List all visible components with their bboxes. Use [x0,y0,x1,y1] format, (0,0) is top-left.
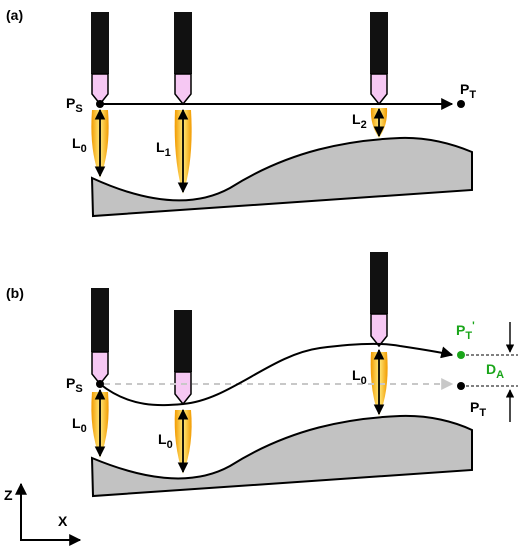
panel-a: (a) PS PT L0 L1 [6,7,476,218]
z-axis-label: Z [4,487,13,503]
axis-indicator: Z X [4,482,82,546]
workpiece-surface-b [90,414,473,498]
new-target-point-b [457,351,465,359]
x-axis-label: X [58,513,68,529]
length-label-b1: L0 [158,431,173,451]
new-target-label-b: PT' [456,320,475,342]
start-point-a [96,100,104,108]
torch-body-b1 [91,288,109,352]
workpiece-surface-a [90,136,473,218]
target-point-a [457,100,465,108]
length-label-a1: L1 [156,139,171,159]
target-label-b: PT [470,399,486,419]
length-label-b0: L0 [72,415,87,435]
nozzle-a3 [370,73,388,106]
nozzle-b3 [370,313,388,348]
start-point-b [96,380,104,388]
panel-b: (b) [6,252,518,498]
target-point-b [457,382,465,390]
nozzle-a1 [91,73,109,106]
start-label-a: PS [66,95,83,115]
torch-body-b2 [174,310,192,372]
length-label-a0: L0 [72,135,87,155]
nozzle-b1 [91,351,109,386]
length-label-a2: L2 [352,111,367,131]
torch-body-a3 [370,12,388,74]
adjusted-path-b [99,342,454,407]
torch-body-a2 [174,12,192,74]
deviation-label: DA [486,361,504,381]
nozzle-a2 [174,73,192,106]
panel-b-tag: (b) [6,285,24,301]
torch-body-b3 [370,252,388,314]
torch-body-a1 [91,12,109,74]
nozzle-b2 [174,371,192,406]
panel-a-tag: (a) [6,7,23,23]
length-label-b2: L0 [352,367,367,387]
start-label-b: PS [66,375,83,395]
target-label-a: PT [460,81,476,101]
